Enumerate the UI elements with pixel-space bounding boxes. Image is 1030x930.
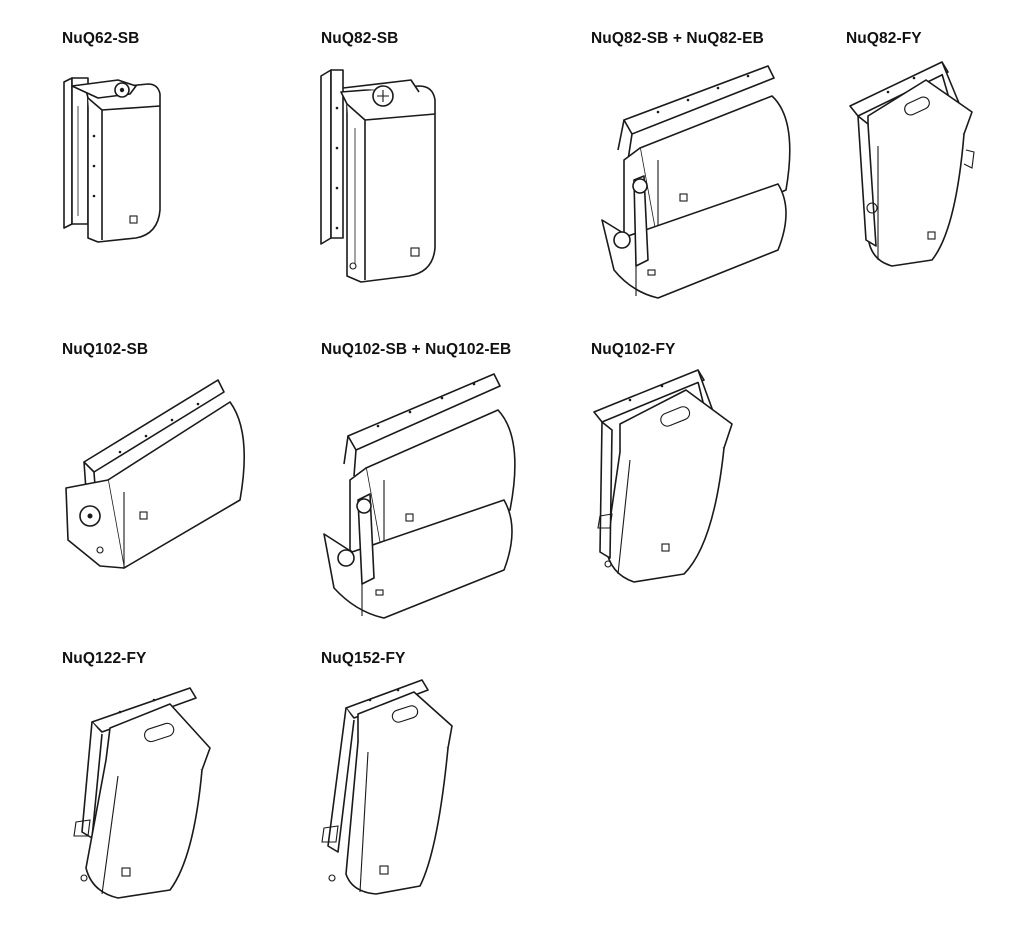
speaker-fy-drawing-icon xyxy=(321,679,453,895)
speaker-sb-drawing-icon xyxy=(320,69,436,283)
nuq82-sb-illustration xyxy=(315,68,445,288)
speaker-fy-drawing-icon xyxy=(849,61,975,267)
nuq102-sb-illustration xyxy=(60,372,260,572)
label-nuq152-fy: NuQ152-FY xyxy=(321,650,406,667)
speaker-sb-eb-drawing-icon xyxy=(323,373,516,619)
nuq102-fy-illustration xyxy=(590,368,740,588)
speaker-fy-drawing-icon xyxy=(73,687,211,899)
label-nuq122-fy: NuQ122-FY xyxy=(62,650,147,667)
speaker-sb-drawing-icon xyxy=(63,77,161,243)
nuq102-sb-eb-illustration xyxy=(318,372,528,622)
label-nuq102-fy: NuQ102-FY xyxy=(591,341,676,358)
nuq152-fy-illustration xyxy=(318,678,468,898)
label-nuq62-sb: NuQ62-SB xyxy=(62,30,140,47)
nuq122-fy-illustration xyxy=(62,682,232,907)
nuq62-sb-illustration xyxy=(58,76,168,246)
nuq82-fy-illustration xyxy=(848,60,983,275)
label-nuq82-sb: NuQ82-SB xyxy=(321,30,399,47)
label-nuq102-sb: NuQ102-SB xyxy=(62,341,149,358)
label-nuq82-sb-eb: NuQ82-SB + NuQ82-EB xyxy=(591,30,764,47)
label-nuq102-sb-eb: NuQ102-SB + NuQ102-EB xyxy=(321,341,512,358)
speaker-fy-drawing-icon xyxy=(593,369,733,583)
nuq82-sb-eb-illustration xyxy=(588,60,803,300)
speaker-sb-eb-drawing-icon xyxy=(601,65,791,299)
label-nuq82-fy: NuQ82-FY xyxy=(846,30,922,47)
speaker-sb-drawing-icon xyxy=(65,379,246,569)
